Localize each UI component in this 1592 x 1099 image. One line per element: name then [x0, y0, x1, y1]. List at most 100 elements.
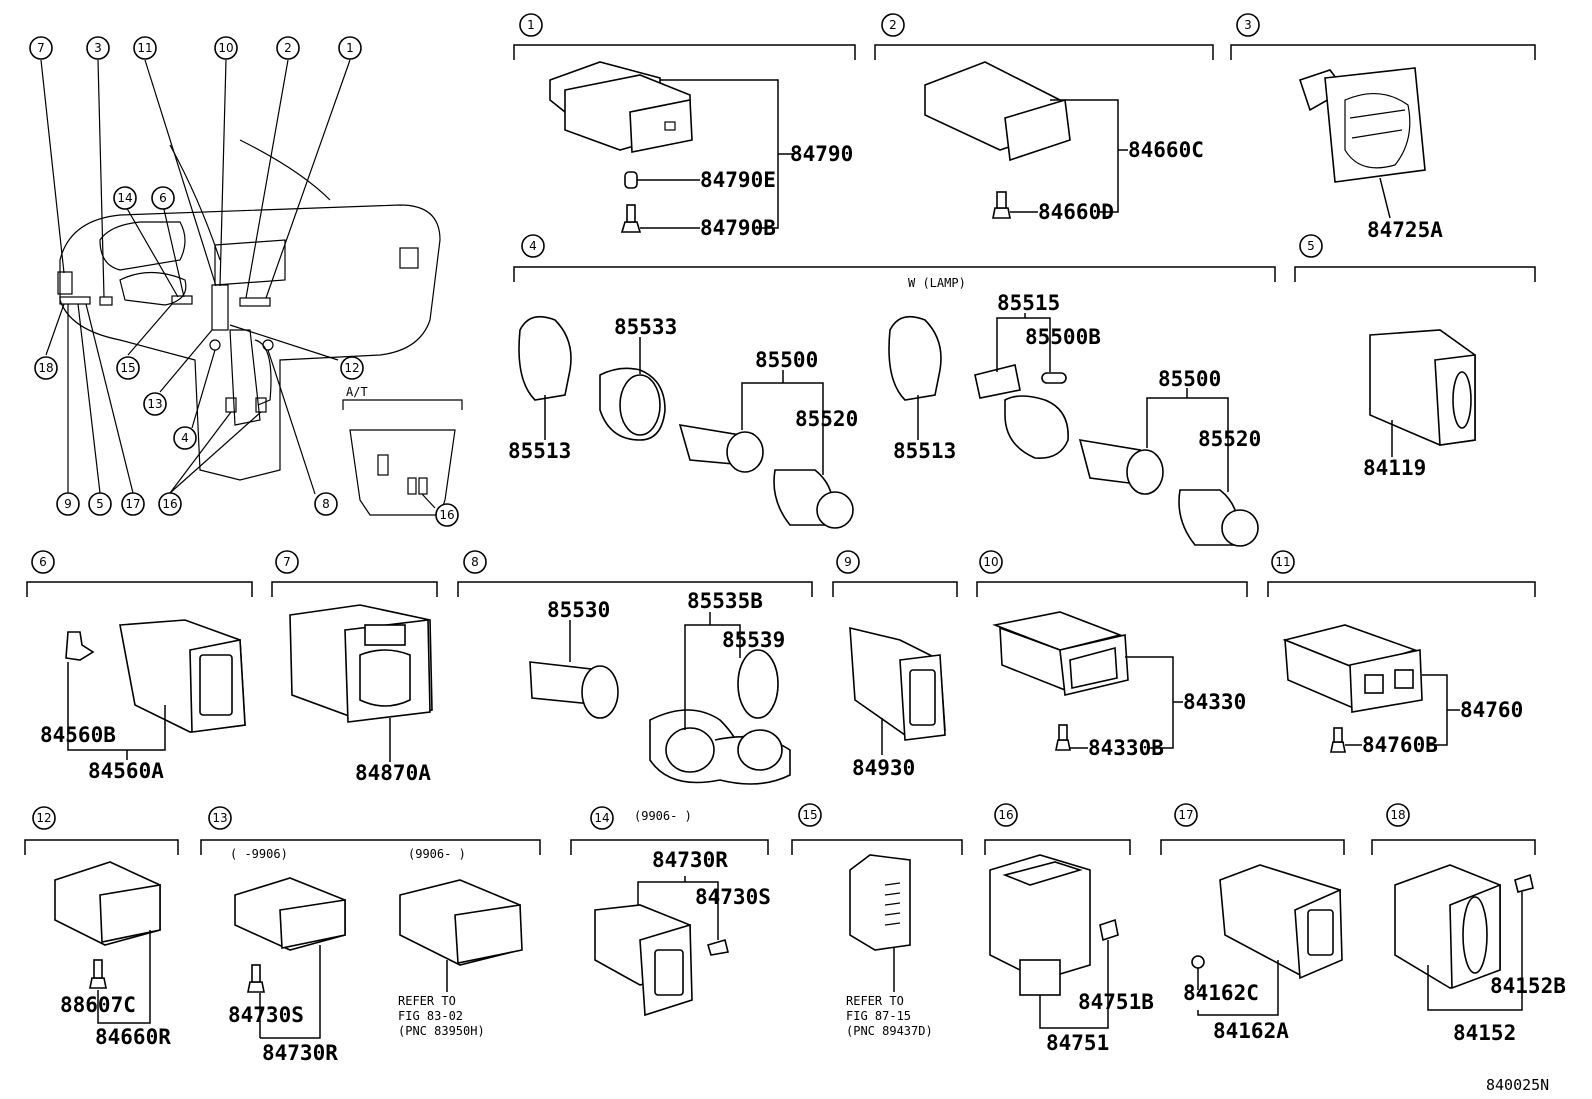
at-label: A/T	[346, 385, 368, 399]
part-84330: 84330	[1183, 690, 1246, 714]
section-10-callout: 10	[979, 550, 1003, 574]
part-88607C: 88607C	[60, 993, 136, 1017]
ov-callout-15: 15	[116, 356, 140, 380]
ov-callout-3: 3	[86, 36, 110, 60]
ov-callout-9: 9	[56, 492, 80, 516]
s15-refer-3: (PNC 89437D)	[846, 1024, 933, 1038]
section-7-callout: 7	[275, 550, 299, 574]
overview-callouts: 7 3 11 10 2 1 14 6 18 15 13 4 9 5 17 16 …	[29, 36, 459, 527]
svg-text:8: 8	[471, 555, 479, 569]
ov-callout-4: 4	[173, 426, 197, 450]
part-number-labels: 84790 84790E 84790B 84660C 84660D 84725A…	[40, 138, 1566, 1094]
svg-text:9: 9	[844, 555, 852, 569]
ov-callout-17: 17	[121, 492, 145, 516]
part-84730S-s14: 84730S	[695, 885, 771, 909]
part-84560B: 84560B	[40, 723, 116, 747]
part-84660C: 84660C	[1128, 138, 1204, 162]
part-85500-left: 85500	[755, 348, 818, 372]
part-84152: 84152	[1453, 1021, 1516, 1045]
section-3-callout: 3	[1236, 13, 1260, 37]
part-84152B: 84152B	[1490, 974, 1566, 998]
svg-text:14: 14	[594, 811, 609, 825]
section-17-callout: 17	[1174, 803, 1198, 827]
svg-text:13: 13	[147, 397, 162, 411]
part-85500B: 85500B	[1025, 325, 1101, 349]
s13-refer-3: (PNC 83950H)	[398, 1024, 485, 1038]
part-drawings	[54, 61, 1534, 1017]
part-85500-right: 85500	[1158, 367, 1221, 391]
svg-text:12: 12	[344, 361, 359, 375]
section-5-callout: 5	[1299, 234, 1323, 258]
part-85513-left: 85513	[508, 439, 571, 463]
svg-text:4: 4	[181, 431, 189, 445]
svg-text:5: 5	[96, 497, 104, 511]
section-2-callout: 2	[881, 13, 905, 37]
diagram-id: 840025N	[1486, 1076, 1549, 1094]
s13-date-a: ( -9906)	[230, 847, 288, 861]
part-84930: 84930	[852, 756, 915, 780]
ov-callout-1: 1	[338, 36, 362, 60]
section-8-callout: 8	[463, 550, 487, 574]
at-callout-16: 16	[435, 503, 459, 527]
svg-text:2: 2	[284, 41, 292, 55]
part-84730R-s13: 84730R	[262, 1041, 338, 1065]
svg-text:17: 17	[1178, 808, 1193, 822]
svg-text:15: 15	[120, 361, 135, 375]
ov-callout-12: 12	[340, 356, 364, 380]
svg-text:3: 3	[94, 41, 102, 55]
part-84162A: 84162A	[1213, 1019, 1289, 1043]
ov-callout-7: 7	[29, 36, 53, 60]
ov-callout-18: 18	[34, 356, 58, 380]
svg-text:18: 18	[38, 361, 53, 375]
part-84162C: 84162C	[1183, 981, 1259, 1005]
part-85530: 85530	[547, 598, 610, 622]
part-84870A: 84870A	[355, 761, 431, 785]
svg-text:7: 7	[283, 555, 291, 569]
part-leaders	[67, 79, 1523, 1039]
svg-text:6: 6	[39, 555, 47, 569]
part-84560A: 84560A	[88, 759, 164, 783]
section-16-callout: 16	[994, 803, 1018, 827]
svg-text:12: 12	[36, 811, 51, 825]
section-6-callout: 6	[31, 550, 55, 574]
part-84751: 84751	[1046, 1031, 1109, 1055]
ov-callout-16: 16	[158, 492, 182, 516]
svg-text:1: 1	[527, 18, 535, 32]
part-84725A: 84725A	[1367, 218, 1443, 242]
section-9-callout: 9	[836, 550, 860, 574]
part-85533: 85533	[614, 315, 677, 339]
section-1-callout: 1	[519, 13, 543, 37]
dashboard-overview	[40, 59, 463, 516]
part-84790B: 84790B	[700, 216, 776, 240]
part-84751B: 84751B	[1078, 990, 1154, 1014]
svg-text:16: 16	[998, 808, 1013, 822]
section-12-callout: 12	[32, 806, 56, 830]
variant-w-lamp: W (LAMP)	[908, 276, 966, 290]
ov-callout-13: 13	[143, 392, 167, 416]
svg-text:18: 18	[1390, 808, 1405, 822]
svg-text:7: 7	[37, 41, 45, 55]
svg-text:16: 16	[162, 497, 177, 511]
ov-callout-6: 6	[151, 186, 175, 210]
svg-text:15: 15	[802, 808, 817, 822]
s13-refer-1: REFER TO	[398, 994, 456, 1008]
ov-callout-8: 8	[314, 492, 338, 516]
part-84730R-s14: 84730R	[652, 848, 728, 872]
svg-text:4: 4	[529, 239, 537, 253]
part-85539: 85539	[722, 628, 785, 652]
svg-text:2: 2	[889, 18, 897, 32]
s15-refer-1: REFER TO	[846, 994, 904, 1008]
svg-text:8: 8	[322, 497, 330, 511]
section-brackets	[24, 44, 1536, 855]
svg-text:11: 11	[1275, 555, 1290, 569]
svg-text:10: 10	[218, 41, 233, 55]
svg-text:14: 14	[117, 191, 132, 205]
part-84760B: 84760B	[1362, 733, 1438, 757]
section-13-callout: 13	[208, 806, 232, 830]
svg-text:1: 1	[346, 41, 354, 55]
section-15-callout: 15	[798, 803, 822, 827]
part-85520-right: 85520	[1198, 427, 1261, 451]
s15-refer-2: FIG 87-15	[846, 1009, 911, 1023]
part-84730S-s13: 84730S	[228, 1003, 304, 1027]
